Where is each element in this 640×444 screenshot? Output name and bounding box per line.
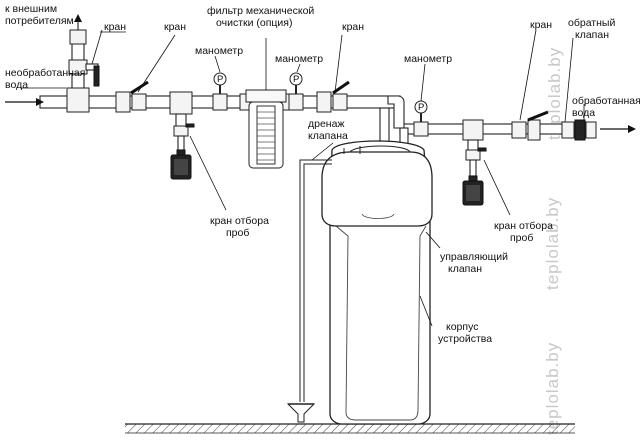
flow-arrow-icon — [600, 125, 636, 133]
watermark: teplolab.by — [543, 197, 562, 290]
label-drain: дренаж клапана — [308, 118, 348, 142]
gauge-1: P — [212, 72, 228, 111]
label-sampling-tap-1: кран отбора проб — [210, 215, 272, 239]
control-valve-head — [321, 151, 433, 227]
label-valve-1: кран — [104, 21, 126, 33]
label-untreated-water: необработанная вода — [5, 67, 88, 91]
label-check-valve: обратный клапан — [568, 17, 618, 41]
valve-2 — [316, 80, 350, 113]
sample-bottle-icon — [462, 175, 484, 206]
label-gauge-1: манометр — [195, 45, 243, 57]
label-housing: корпус устройства — [438, 321, 492, 345]
valve-handle-icon — [527, 110, 549, 122]
sampling-tee-2 — [462, 119, 487, 206]
valve-handle-icon — [332, 80, 350, 95]
pressure-gauge-icon: P — [289, 72, 303, 86]
valve-1 — [115, 80, 149, 113]
gauge-symbol: P — [418, 102, 424, 113]
sampling-tee-1 — [169, 91, 195, 180]
tee-external-consumers — [66, 14, 100, 113]
gauge-2: P — [288, 72, 304, 111]
valve-4 — [511, 110, 549, 141]
watermark: teplolab.by — [545, 47, 564, 140]
gauge-3: P — [413, 100, 429, 137]
drain-line — [286, 159, 332, 423]
valve-handle-icon — [477, 147, 487, 152]
label-gauge-2: манометр — [275, 53, 323, 65]
valve-handle-icon — [185, 123, 195, 128]
softener-unit — [321, 140, 433, 425]
label-sampling-tap-2: кран отбора проб — [494, 220, 556, 244]
check-valve — [561, 119, 597, 141]
pressure-gauge-icon: P — [213, 72, 227, 86]
label-valve-2: кран — [164, 21, 186, 33]
sample-bottle-icon — [170, 149, 192, 180]
gauge-symbol: P — [293, 74, 299, 85]
watermark: teplolab.by — [543, 342, 562, 435]
leader-lines — [20, 29, 585, 327]
floor — [125, 423, 575, 434]
pressure-gauge-icon: P — [414, 100, 428, 114]
valve-handle-icon — [130, 80, 149, 95]
label-control-valve: управляющий клапан — [440, 251, 511, 275]
label-filter: фильтр механической очистки (опция) — [207, 5, 317, 29]
label-valve-3: кран — [342, 21, 364, 33]
label-valve-4: кран — [530, 19, 552, 31]
label-gauge-3: манометр — [404, 53, 452, 65]
label-treated-water: обработанная вода — [572, 95, 640, 119]
mechanical-filter — [239, 89, 293, 169]
labels: к внешним потребителям кран необработанн… — [5, 3, 640, 345]
gauge-symbol: P — [217, 74, 223, 85]
label-external-consumers: к внешним потребителям — [5, 3, 74, 27]
flow-arrow-icon — [5, 98, 44, 106]
watermark-group: teplolab.by teplolab.by teplolab.by — [543, 47, 564, 435]
drain-funnel-icon — [286, 403, 316, 423]
